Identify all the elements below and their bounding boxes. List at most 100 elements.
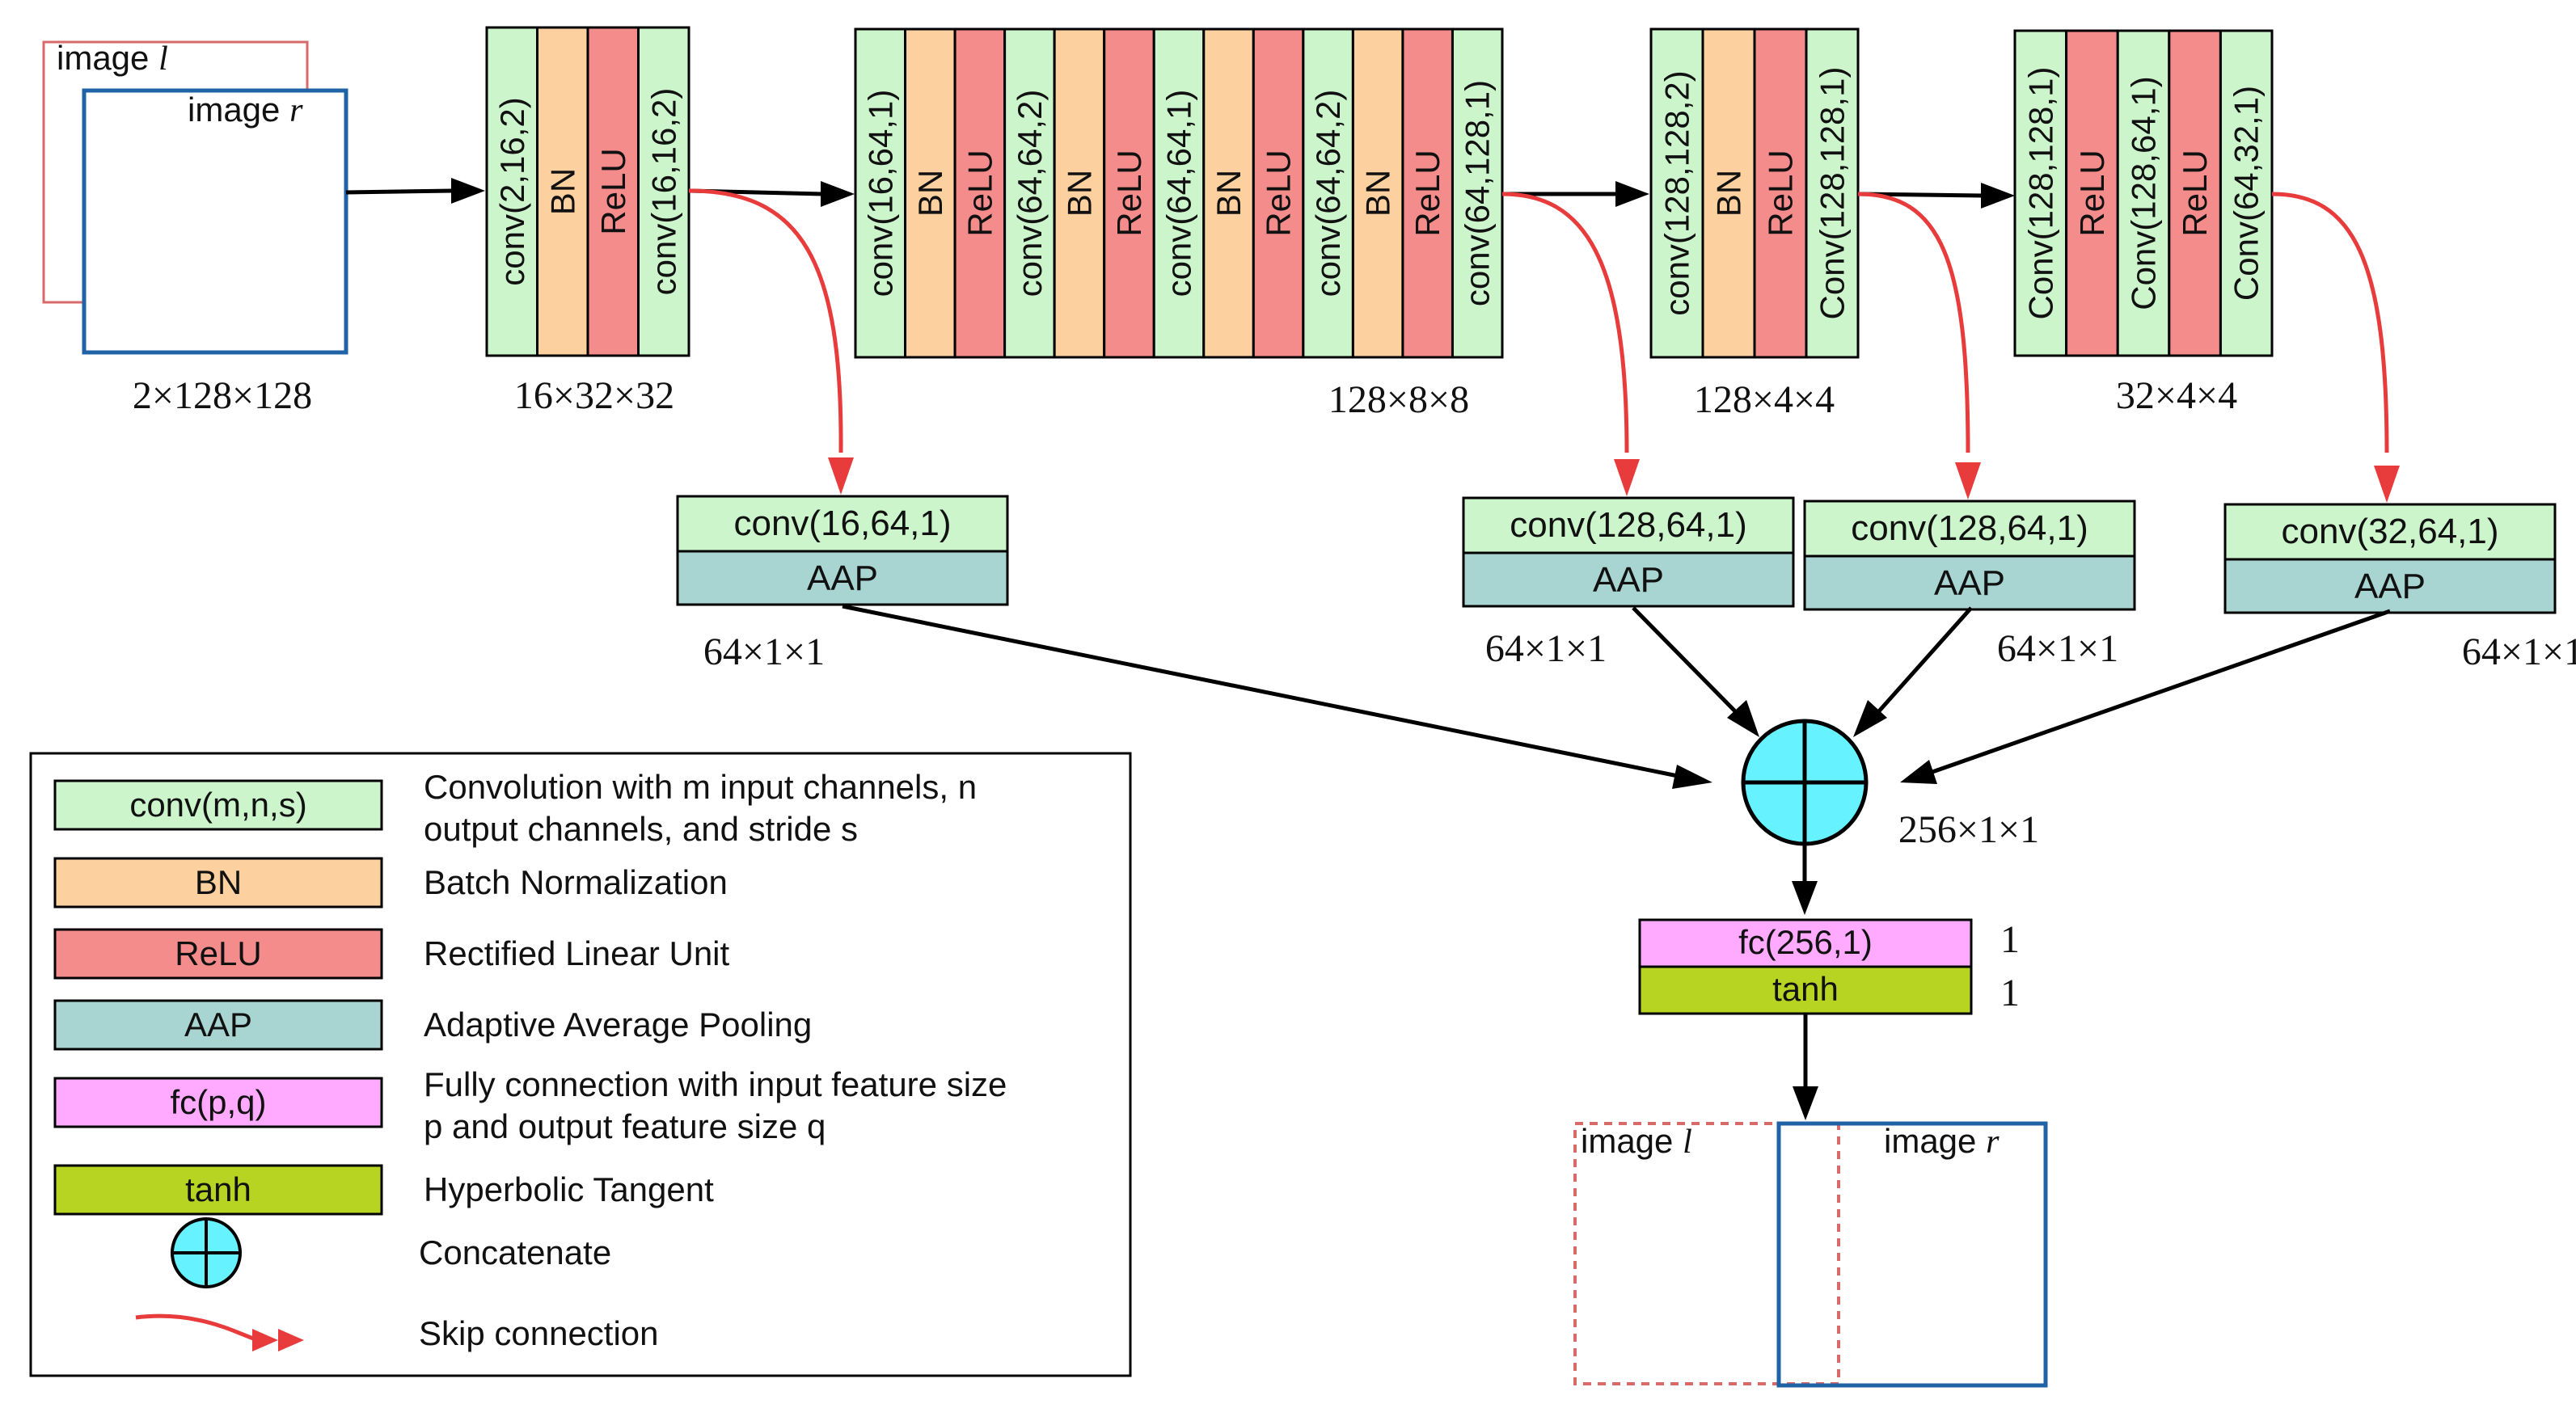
stage-2-layer-relu	[953, 27, 1007, 359]
branch-1-conv	[676, 495, 1009, 553]
stage-2-layer-label: BN	[1060, 170, 1098, 217]
input-image-l-label: image l	[57, 39, 168, 78]
legend-swatch-fc	[53, 1077, 383, 1128]
stage-3-layer-label: ReLU	[1762, 150, 1800, 236]
skip-head-3	[1955, 462, 1981, 500]
skip-connection-3	[1857, 192, 1970, 453]
legend-swatch-bn	[53, 857, 383, 909]
skip-connection-2	[1501, 192, 1629, 453]
concat-to-fc-arrow-head	[1792, 881, 1818, 915]
fc-layer	[1638, 918, 1973, 968]
legend-key: ReLU	[175, 934, 261, 972]
stage-2-layer-conv-64-64-2	[1302, 27, 1354, 359]
concat-arrow-1-head	[1672, 765, 1712, 789]
legend-skip-curve	[135, 1313, 260, 1343]
input-size: 2×128×128	[133, 374, 312, 417]
concat-arrow-1	[842, 604, 1679, 778]
branch-blocks: conv(16,64,1)AAPconv(128,64,1)AAPconv(12…	[676, 495, 2557, 614]
stage-2-size: 128×8×8	[1328, 378, 1469, 421]
stage-2-layer-conv-16-64-1	[854, 27, 907, 359]
concat-arrow-3	[1876, 606, 1973, 715]
stage-2-layer-relu	[1401, 27, 1454, 359]
skip-head-4	[2374, 466, 2400, 503]
stage-1-layer-label: BN	[543, 168, 581, 215]
output-images: image l image r	[1573, 1121, 2048, 1388]
stage-1: conv(2,16,2) BN ReLU conv(16,16,2)	[485, 26, 690, 357]
branch-2-aap-label: AAP	[1593, 560, 1664, 600]
tanh-output-size: 1	[2000, 972, 2020, 1014]
stage-1-size: 16×32×32	[514, 374, 674, 417]
stage-4-layer-conv-64-32-1	[2219, 29, 2274, 357]
concat-arrow-2	[1632, 606, 1738, 715]
tanh-layer-label: tanh	[1772, 970, 1839, 1008]
skip-connections	[688, 188, 2389, 453]
branch-2: conv(128,64,1) AAP	[1462, 496, 1795, 608]
stage-2-layer-label: BN	[1210, 170, 1248, 217]
legend-item-aap: AAP Adaptive Average Pooling	[53, 999, 812, 1051]
branch-3-conv	[1803, 500, 2136, 558]
branch-1: conv(16,64,1)AAP	[676, 495, 1009, 606]
legend-items: conv(m,n,s)Convolution with m input chan…	[53, 768, 1007, 1352]
branch-1-size: 64×1×1	[703, 630, 825, 673]
branch-3-size: 64×1×1	[1997, 627, 2118, 670]
concat-arrow-2-head	[1727, 700, 1759, 737]
legend-description: Rectified Linear Unit	[424, 934, 730, 972]
tanh-layer	[1638, 965, 1973, 1015]
legend-swatch-aap	[53, 999, 383, 1051]
output-image-r-frame	[1776, 1121, 2048, 1388]
stage-2-layer-label: conv(64,64,2)	[1011, 90, 1049, 297]
flow-arrow-input-head	[451, 178, 485, 204]
input-images: image l image r 2×128×128	[42, 39, 348, 417]
stage-3-layer-conv-128-128-2	[1649, 27, 1704, 359]
branch-3: conv(128,64,1)AAP	[1803, 500, 2136, 611]
stage-1-layer-label: conv(2,16,2)	[493, 97, 531, 285]
legend-skip-head-2	[278, 1329, 304, 1351]
branch-2-conv-label: conv(128,64,1)	[1510, 505, 1747, 545]
legend-description: output channels, and stride s	[424, 810, 858, 848]
stage-2-layer-label: conv(64,128,1)	[1459, 80, 1497, 306]
output-image-r-label: image r	[1884, 1122, 2000, 1161]
legend-item-skip: Skip connection	[135, 1313, 659, 1352]
stage-2-layer-label: conv(64,64,1)	[1160, 90, 1198, 297]
stage-1-layer-label: ReLU	[594, 148, 632, 234]
concat-arrow-4	[1932, 609, 2391, 774]
legend-key: BN	[195, 863, 242, 901]
legend-swatch-relu	[53, 928, 383, 980]
stage-1-layer-label: conv(16,16,2)	[644, 88, 682, 296]
encoder-stages: conv(2,16,2) BN ReLU conv(16,16,2) conv(16,6…	[485, 26, 2274, 359]
branch-1-conv-label: conv(16,64,1)	[733, 504, 951, 543]
legend-item-conv-m-n-s: conv(m,n,s)Convolution with m input chan…	[53, 768, 977, 848]
stage-4-layer-label: ReLU	[2073, 150, 2111, 236]
skip-connection-4	[2271, 192, 2389, 453]
stage-2-layer-label: conv(64,64,2)	[1309, 90, 1347, 297]
legend-key: AAP	[184, 1006, 252, 1044]
stage-4-layer-conv-128-64-1	[2116, 29, 2171, 357]
branch-2-conv	[1462, 496, 1795, 554]
stage-2-layer-label: conv(16,64,1)	[861, 90, 899, 297]
stage-2-layer-label: ReLU	[1260, 150, 1298, 236]
skip-head-2	[1614, 459, 1640, 496]
legend-key: fc(p,q)	[170, 1083, 266, 1121]
branch-2-size: 64×1×1	[1485, 627, 1607, 670]
stage-3-layer-label: BN	[1710, 170, 1748, 217]
stage-1-layer-relu	[586, 26, 640, 357]
legend: conv(m,n,s)Convolution with m input chan…	[29, 752, 1132, 1377]
legend-description: Hyperbolic Tangent	[424, 1170, 714, 1208]
stage-2-layer-relu	[1103, 27, 1155, 359]
branch-2-aap	[1462, 551, 1795, 608]
stage-2-layer-conv-64-64-1	[1152, 27, 1206, 359]
stage-3-size: 128×4×4	[1694, 378, 1835, 421]
concat-arrows	[842, 604, 2391, 789]
stage-3-layer-label: conv(128,128,2)	[1658, 70, 1696, 316]
legend-swatch-conv	[53, 779, 383, 831]
stage-4-layer-label: Conv(64,32,1)	[2228, 86, 2266, 301]
legend-description: Adaptive Average Pooling	[424, 1006, 812, 1044]
branch-1-aap	[676, 550, 1009, 606]
stage-2-layer-label: BN	[911, 170, 949, 217]
output-image-l-frame	[1573, 1122, 1840, 1385]
